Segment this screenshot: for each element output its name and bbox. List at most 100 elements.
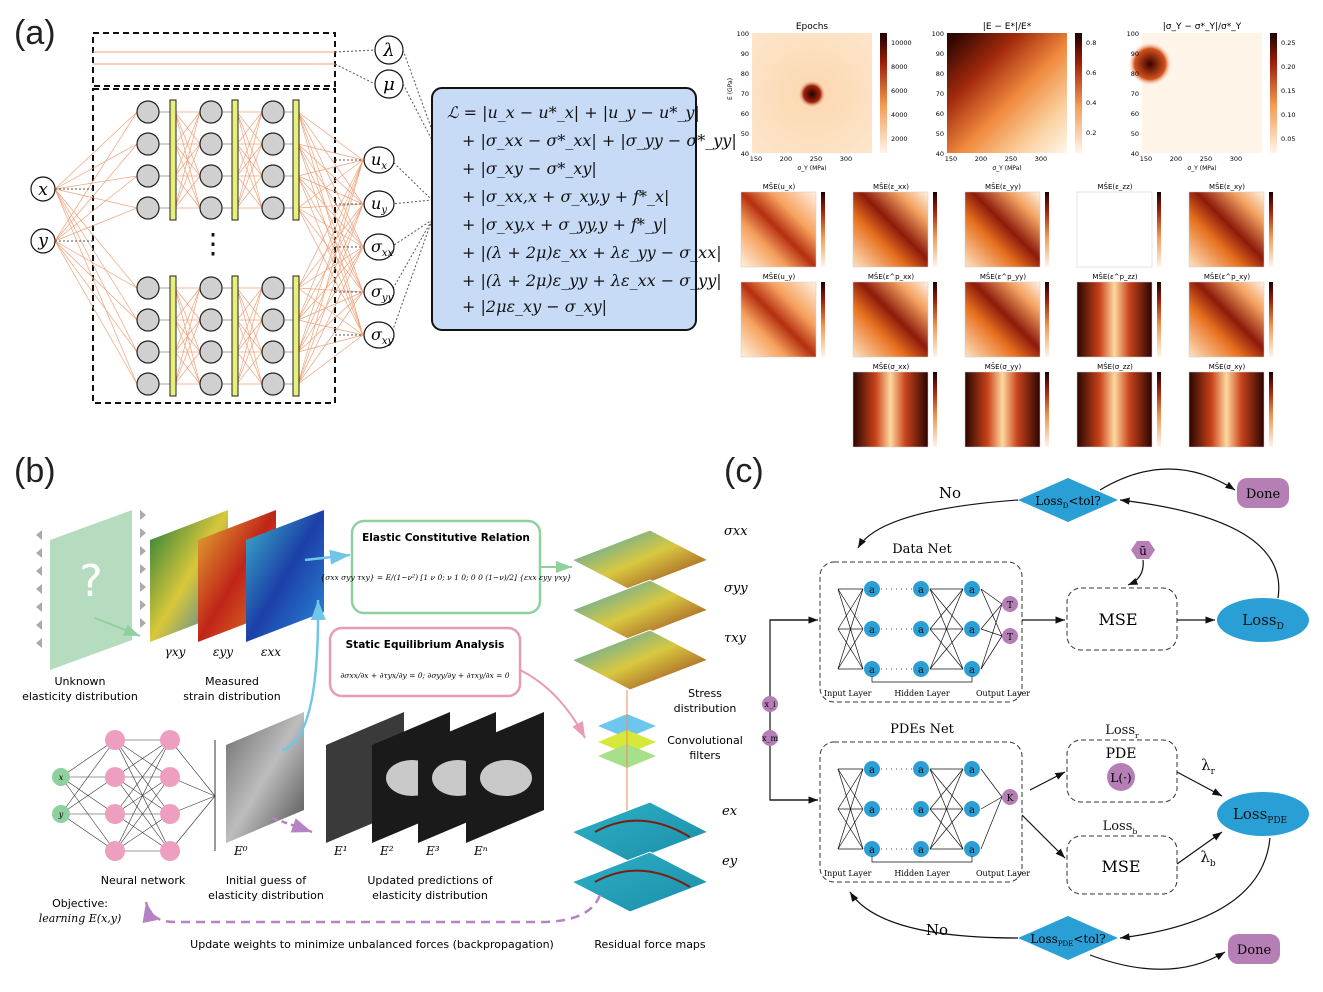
x-tick: 200 [780, 155, 792, 163]
svg-text:Output Layer: Output Layer [976, 869, 1030, 878]
svg-text:MSE: MSE [1101, 857, 1140, 876]
nn-node [160, 804, 180, 824]
net-node [964, 841, 980, 857]
neuron [199, 132, 223, 156]
cbar-tick: 0.20 [1281, 63, 1295, 71]
heatmap-grid: Epochs1000080006000400020001009080706050… [727, 22, 1295, 448]
neuron [136, 276, 160, 300]
y-tick: 50 [936, 130, 944, 138]
mse-heatmap: MŜE(σ_yy) [964, 362, 1049, 448]
boundary-mse-box: MSE [1066, 835, 1178, 895]
param-lambda-node: λ [334, 35, 404, 65]
y-tick: 100 [1127, 30, 1139, 38]
loss-pde-tol-diamond: LossPDE<tol? [1018, 916, 1118, 960]
stress-layer [570, 529, 710, 591]
svg-text:learning E(x,y): learning E(x,y) [39, 912, 122, 925]
ecr-equation: {σxx σyy τxy} = E/(1−ν²) [1 ν 0; ν 1 0; … [320, 573, 571, 582]
y-tick: 50 [741, 130, 749, 138]
cbar-tick: 0.4 [1086, 99, 1096, 107]
panel-label-a: (a) [14, 14, 56, 52]
input-xi [762, 696, 778, 712]
x-axis-label: σ_Y (MPa) [992, 165, 1021, 172]
neuron [261, 340, 285, 364]
input-y-node: y [30, 228, 56, 254]
x-axis-label: σ_Y (MPa) [1187, 165, 1216, 172]
neuron [136, 164, 160, 188]
residual-map [570, 801, 710, 863]
mse-heatmap: MŜE(σ_xy) [1188, 362, 1273, 448]
cbar-tick: 0.6 [1086, 69, 1096, 77]
mse-title: MŜE(ε_xx) [873, 182, 909, 191]
svg-text:a: a [918, 625, 924, 636]
activation-bar [292, 99, 300, 221]
loss-term: + |(λ + 2μ)ε_xx + λε_yy − σ_xx| [462, 243, 722, 262]
x-tick: 150 [1140, 155, 1152, 163]
u-bar-node [1131, 541, 1155, 559]
net-node [913, 841, 929, 857]
sea-equation: ∂σxx/∂x + ∂τyx/∂y = 0; ∂σyy/∂y + ∂τxy/∂x… [340, 671, 509, 680]
cbar-tick: 0.8 [1086, 39, 1096, 47]
E-label: E⁰ [233, 844, 248, 858]
loss-term: ℒ = |u_x − u*_x| + |u_y − u*_y| [447, 103, 700, 122]
mse-title: MŜE(u_x) [763, 182, 796, 191]
svg-text:K: K [1007, 794, 1014, 804]
mse-title: MŜE(σ_zz) [1097, 362, 1133, 371]
y-tick: 100 [737, 30, 749, 38]
mse-title: MŜE(σ_xx) [873, 362, 910, 371]
x-tick: 300 [840, 155, 852, 163]
network-edges [54, 111, 364, 385]
svg-text:x_m: x_m [762, 734, 779, 743]
param-box [92, 32, 336, 87]
mse-heatmap: MŜE(ε^p_xy) [1188, 272, 1273, 358]
neuron [199, 100, 223, 124]
nn-node [105, 804, 125, 824]
loss-term: + |σ_xy − σ*_xy| [462, 159, 597, 178]
residual-label: ey [722, 854, 738, 869]
y-tick: 60 [1131, 110, 1139, 118]
mse-title: MŜE(u_y) [763, 272, 796, 281]
x-tick: 300 [1035, 155, 1047, 163]
output-node-σyy: σyy [335, 219, 433, 306]
svg-text:a: a [969, 585, 975, 596]
svg-text:Objective:: Objective: [52, 897, 108, 910]
svg-text:a: a [918, 585, 924, 596]
data-net-title: Data Net [892, 542, 952, 557]
loss-term: + |σ_xy,x + σ_yy,y + f*_y| [462, 215, 667, 234]
svg-text:Convolutional: Convolutional [667, 734, 743, 747]
neural-network-b: xy [52, 730, 216, 861]
svg-text:Stress: Stress [688, 687, 722, 700]
svg-text:a: a [969, 625, 975, 636]
mse-title: MŜE(ε_yy) [985, 182, 1021, 191]
neuron [261, 308, 285, 332]
mse-title: MŜE(ε^p_yy) [980, 272, 1027, 281]
x-tick: 200 [1170, 155, 1182, 163]
stress-layer [570, 629, 710, 691]
svg-text:T: T [1007, 601, 1013, 611]
net-node [864, 621, 880, 637]
net-node [864, 801, 880, 817]
y-tick: 90 [741, 50, 749, 58]
activation-bar [231, 275, 239, 397]
loss-function-box: ℒ = |u_x − u*_x| + |u_y − u*_y|+ |σ_xx −… [431, 87, 737, 331]
mse-title: MŜE(ε^p_zz) [1092, 272, 1138, 281]
cbar-tick: 8000 [891, 63, 908, 71]
svg-text:distribution: distribution [674, 702, 737, 715]
neuron [136, 196, 160, 220]
strain-label: εyy [213, 645, 233, 659]
loss-pde-node: LossPDE [1217, 792, 1309, 836]
y-tick: 70 [936, 90, 944, 98]
cbar-tick: 10000 [891, 39, 912, 47]
net-node [864, 841, 880, 857]
mse-title: MŜE(ε^p_xx) [868, 272, 915, 281]
svg-text:a: a [869, 585, 875, 596]
loss-term: + |2με_xy − σ_xy| [462, 297, 607, 316]
residual-label: ex [722, 804, 738, 819]
mse-title: MŜE(ε_xy) [1209, 182, 1245, 191]
y-tick: 80 [1131, 70, 1139, 78]
mse-heatmap: MŜE(u_y) [740, 272, 825, 358]
net-node [864, 761, 880, 777]
